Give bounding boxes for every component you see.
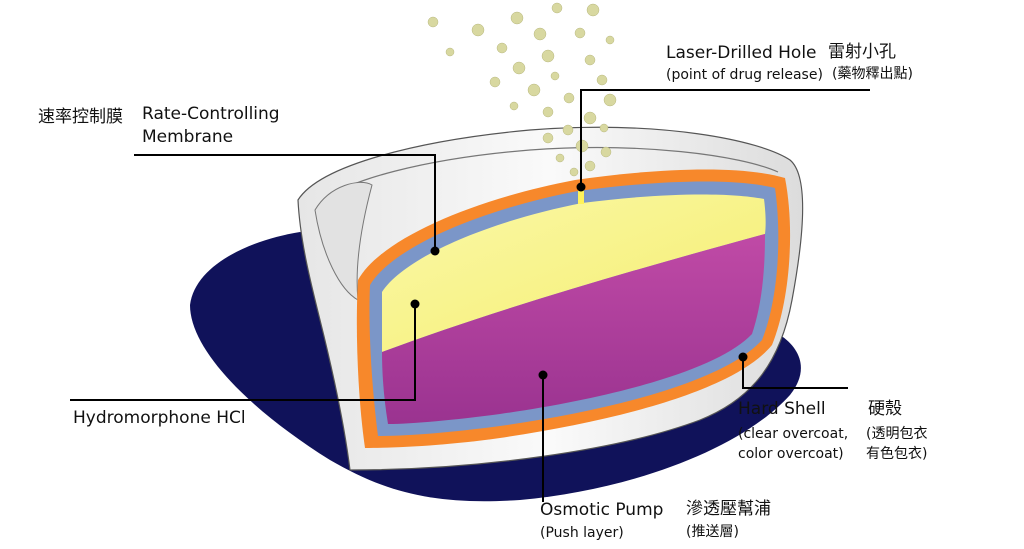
label-membrane-en-2: Membrane [142, 127, 234, 147]
shell-inner-left [314, 181, 373, 301]
label-shell-sub1-zh: (透明包衣 [866, 426, 928, 442]
label-membrane-zh: 速率控制膜 [38, 107, 123, 127]
label-hole-sub-en: (point of drug release) [666, 67, 823, 83]
leader-membrane [134, 154, 436, 250]
label-membrane-en-1: Rate-Controlling [142, 104, 280, 124]
label-hole-en: Laser-Drilled Hole [666, 43, 817, 63]
push-layer [382, 234, 765, 424]
leader-lines [70, 89, 870, 502]
leader-shell [742, 357, 848, 389]
label-shell-sub2-zh: 有色包衣) [866, 446, 928, 462]
label-pump-sub-zh: (推送層) [686, 524, 739, 540]
drug-particles [427, 2, 617, 177]
label-drug-en: Hydromorphone HCl [73, 408, 246, 428]
label-hole-sub-zh: (藥物釋出點) [832, 66, 913, 82]
label-pump-en: Osmotic Pump [540, 500, 664, 520]
leader-drug [70, 305, 416, 401]
label-shell-sub1-en: (clear overcoat, [738, 426, 849, 442]
leader-dots [410, 182, 748, 380]
drug-layer [382, 194, 766, 352]
label-shell-zh: 硬殼 [868, 399, 902, 419]
label-shell-sub2-en: color overcoat) [738, 446, 844, 462]
laser-drilled-hole [578, 186, 584, 204]
label-pump-sub-en: (Push layer) [540, 525, 624, 541]
leader-hole [580, 89, 870, 186]
label-pump-zh: 滲透壓幫浦 [686, 499, 771, 519]
label-shell-en: Hard Shell [738, 399, 826, 419]
label-hole-zh: 雷射小孔 [828, 42, 896, 62]
